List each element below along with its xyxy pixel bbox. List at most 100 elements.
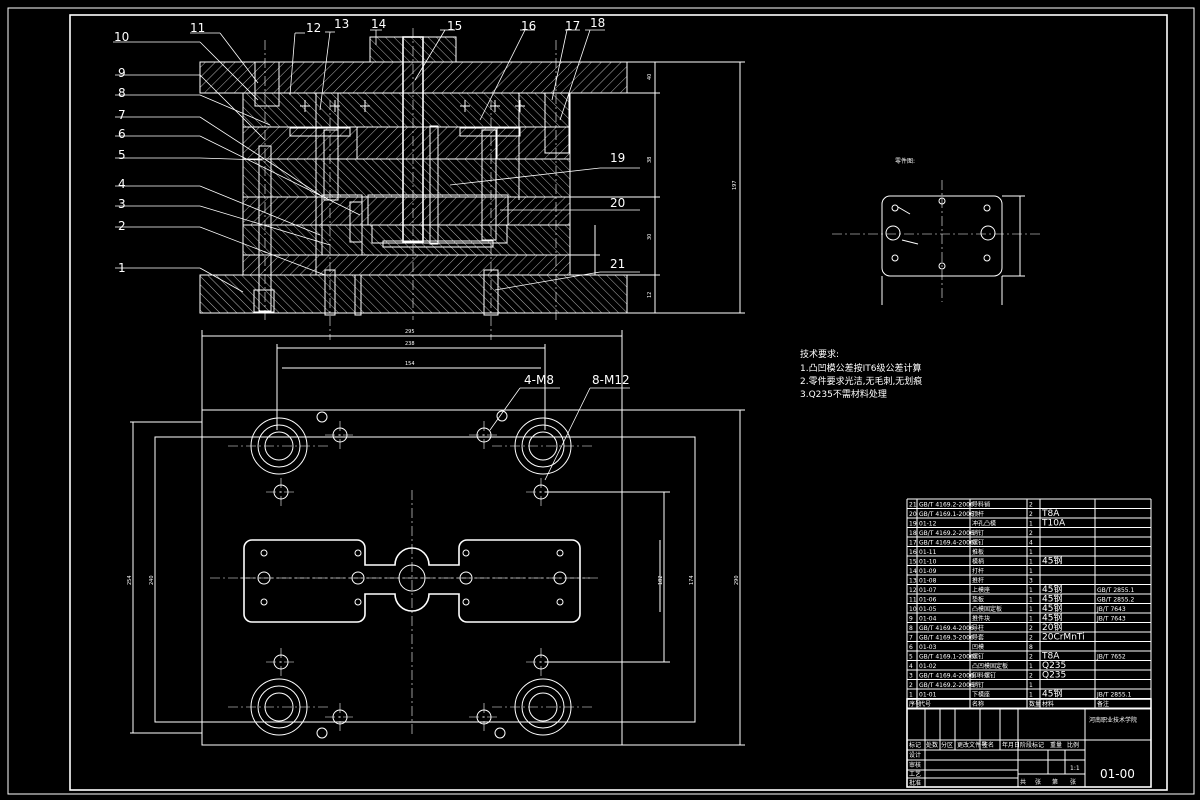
bom-cell: 5 [909,654,913,661]
balloon-10: 10 [114,30,129,44]
bom-cell: 45钢 [1042,612,1062,624]
dim-plan-h1: 254 [127,575,133,585]
bom-cell: GB/T 2855.1 [1097,587,1135,594]
balloon-13: 13 [334,17,349,31]
inner-frame [69,14,1168,791]
bom-header-cell: 材料 [1042,700,1054,708]
bom-cell: 01-02 [919,663,937,670]
bom-cell: 01-01 [919,692,937,699]
callout-8-m12: 8-M12 [592,373,630,387]
bom-cell: JB/T 7652 [1096,654,1126,661]
dim-plan-h4: 174 [689,575,695,585]
lower-plate [242,254,571,276]
dim-plan-h3: 182 [658,575,664,585]
balloon-2: 2 [118,219,126,233]
balloon-7: 7 [118,108,126,122]
note-1: 1.凸凹模公差按IT6级公差计算 [800,362,921,374]
bom-cell: 2 [1029,673,1033,680]
balloon-3: 3 [118,197,126,211]
bom-header-cell: 数量 [1029,700,1041,708]
bom-cell: Q235 [1042,661,1066,671]
bom-cell: 18 [909,530,917,537]
part-view-label: 零件图: [895,157,915,165]
sheet-unit-label-2: 张 [1070,778,1076,786]
bom-cell: 01-04 [919,616,937,623]
balloon-15: 15 [447,19,462,33]
bom-cell: GB/T 4169.2-2006 [919,530,974,537]
balloon-9: 9 [118,66,126,80]
bom-cell: 6 [909,644,913,651]
dim-plan-inner1: 238 [405,341,415,347]
bom-header-cell: 备注 [1097,700,1109,708]
sheet-unit-label: 张 [1035,778,1041,786]
bom-cell: 9 [909,616,913,623]
scale-value: 1:1 [1070,765,1080,772]
bom-cell: JB/T 7643 [1096,616,1126,623]
title-label-sign: 签名 [982,741,994,749]
bom-cell: 01-05 [919,606,937,613]
bom-cell: JB/T 2855.1 [1096,692,1132,699]
balloon-12: 12 [306,21,321,35]
bom-cell: 20 [909,511,917,518]
bom-header-cell: 代号 [919,700,931,708]
bom-cell: 2 [1029,654,1033,661]
balloon-8: 8 [118,86,126,100]
bom-cell: 1 [1029,597,1033,604]
bom-cell: 45钢 [1042,583,1062,595]
bom-cell: 2 [1029,635,1033,642]
bom-cell: GB/T 4169.4-2006 [919,540,974,547]
bom-cell: T10A [1041,519,1066,529]
note-3: 3.Q235不需材料处理 [800,388,887,400]
bom-cell: 凹模 [972,643,984,651]
bom-cell: 1 [1029,559,1033,566]
bom-cell: 01-12 [919,521,937,528]
weight-label: 重量 [1050,741,1062,749]
bom-cell: 2 [909,682,913,689]
bom-cell: 20CrMnTi [1042,633,1085,643]
plan-view: 295 238 154 254 240 290 174 182 [127,329,745,746]
bom-cell: 1 [1029,568,1033,575]
bom-cell: 凸凹模固定板 [972,662,1008,670]
bom-cell: 01-10 [919,559,937,566]
lower-fixing-plate [242,224,571,256]
bom-cell: 01-08 [919,578,937,585]
bom-cell: 导柱 [972,624,984,632]
title-label-mark: 标记 [909,741,921,749]
punch-fixing-plate [242,126,571,160]
balloon-6: 6 [118,127,126,141]
dim-plan-h2: 240 [149,575,155,585]
balloon-16: 16 [521,19,536,33]
bom-cell: 2 [1029,511,1033,518]
balloon-1: 1 [118,261,126,275]
role-review: 审核 [909,761,921,769]
sheet-total-label: 共 [1020,778,1026,786]
bom-cell: 1 [1029,663,1033,670]
bom-cell: GB/T 4169.2-2006 [919,682,974,689]
bom-cell: 15 [909,559,917,566]
title-block: 河南职业技术学院 01-00 1:1 标记 处数 分区 更改文件号 签名 年月日… [906,698,1152,788]
bom-cell: 01-11 [919,549,937,556]
bom-cell: 模柄 [972,558,984,566]
callout-4-m8: 4-M8 [524,373,554,387]
bom-cell: 2 [1029,625,1033,632]
stripper-plate [242,196,571,226]
part-view: 零件图: [832,157,1040,305]
bom-cell: 1 [909,692,913,699]
bom-cell: 3 [1029,578,1033,585]
bom-cell: 螺钉 [972,653,984,661]
balloon-21: 21 [610,257,625,271]
bom-cell: 3 [909,673,913,680]
bom-cell: 凸模固定板 [972,605,1002,613]
technical-notes: 技术要求: 1.凸凹模公差按IT6级公差计算 2.零件要求光洁,无毛刺,无划痕 … [800,348,922,400]
upper-backing-plate [242,92,571,128]
bom-cell: 1 [1029,549,1033,556]
bom-cell: 17 [909,540,917,547]
notes-heading: 技术要求: [800,348,839,360]
bom-cell: 导套 [972,634,984,642]
bom-cell: GB/T 4169.3-2006 [919,635,974,642]
dim-section-h1: 40 [647,74,653,80]
bom-cell: 13 [909,578,917,585]
title-label-change: 更改文件号 [957,741,987,749]
bom-cell: 45钢 [1042,688,1062,700]
